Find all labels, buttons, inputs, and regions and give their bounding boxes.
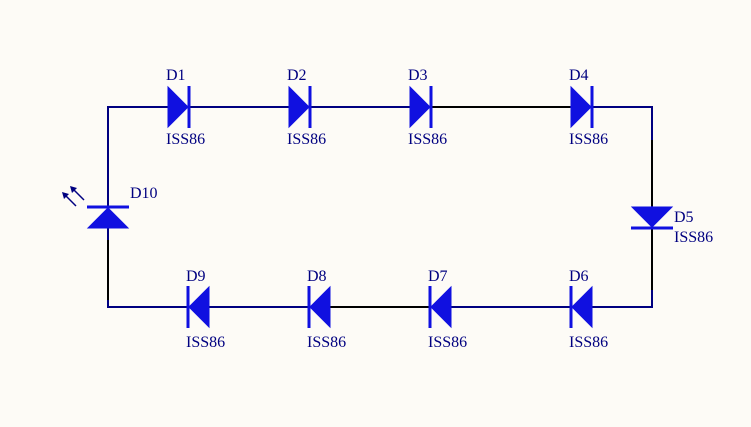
diode-d4: D4 ISS86 [569,67,608,148]
diode-d5-triangle [630,206,674,228]
diode-d7-triangle [430,285,452,329]
diode-d3-triangle [409,85,431,129]
diode-d5: D5 ISS86 [630,206,713,246]
diode-d6-value: ISS86 [569,334,608,351]
diode-d4-triangle [570,85,592,129]
diode-d3-value: ISS86 [408,131,447,148]
diode-d8: D8 ISS86 [307,268,346,351]
light-emission-arrows-icon [62,186,85,207]
diode-d5-value: ISS86 [674,229,713,246]
diode-d7-value: ISS86 [428,334,467,351]
diode-d9-triangle [188,285,210,329]
diode-d8-triangle [309,285,331,329]
diode-d1: D1 ISS86 [166,67,205,148]
diode-d1-ref: D1 [166,67,186,84]
diode-d5-ref: D5 [674,209,694,226]
diode-d3: D3 ISS86 [408,67,447,148]
led-d10-triangle [86,207,130,229]
diode-d7: D7 ISS86 [428,268,467,351]
led-d10-ref: D10 [130,185,158,202]
diode-d1-value: ISS86 [166,131,205,148]
diode-d2: D2 ISS86 [287,67,326,148]
diode-d9-value: ISS86 [186,334,225,351]
diode-d1-triangle [167,85,189,129]
diode-d2-triangle [288,85,310,129]
led-d10: D10 [62,185,158,229]
diode-d9-ref: D9 [186,268,206,285]
diode-d7-ref: D7 [428,268,448,285]
diode-d8-ref: D8 [307,268,327,285]
diode-d6: D6 ISS86 [569,268,608,351]
diode-d3-ref: D3 [408,67,428,84]
diode-d4-ref: D4 [569,67,589,84]
diode-d6-triangle [571,285,593,329]
diode-d2-ref: D2 [287,67,307,84]
diode-d6-ref: D6 [569,268,589,285]
corner-points [107,106,653,308]
diode-d2-value: ISS86 [287,131,326,148]
diode-d8-value: ISS86 [307,334,346,351]
diode-d4-value: ISS86 [569,131,608,148]
diode-d9: D9 ISS86 [186,268,225,351]
